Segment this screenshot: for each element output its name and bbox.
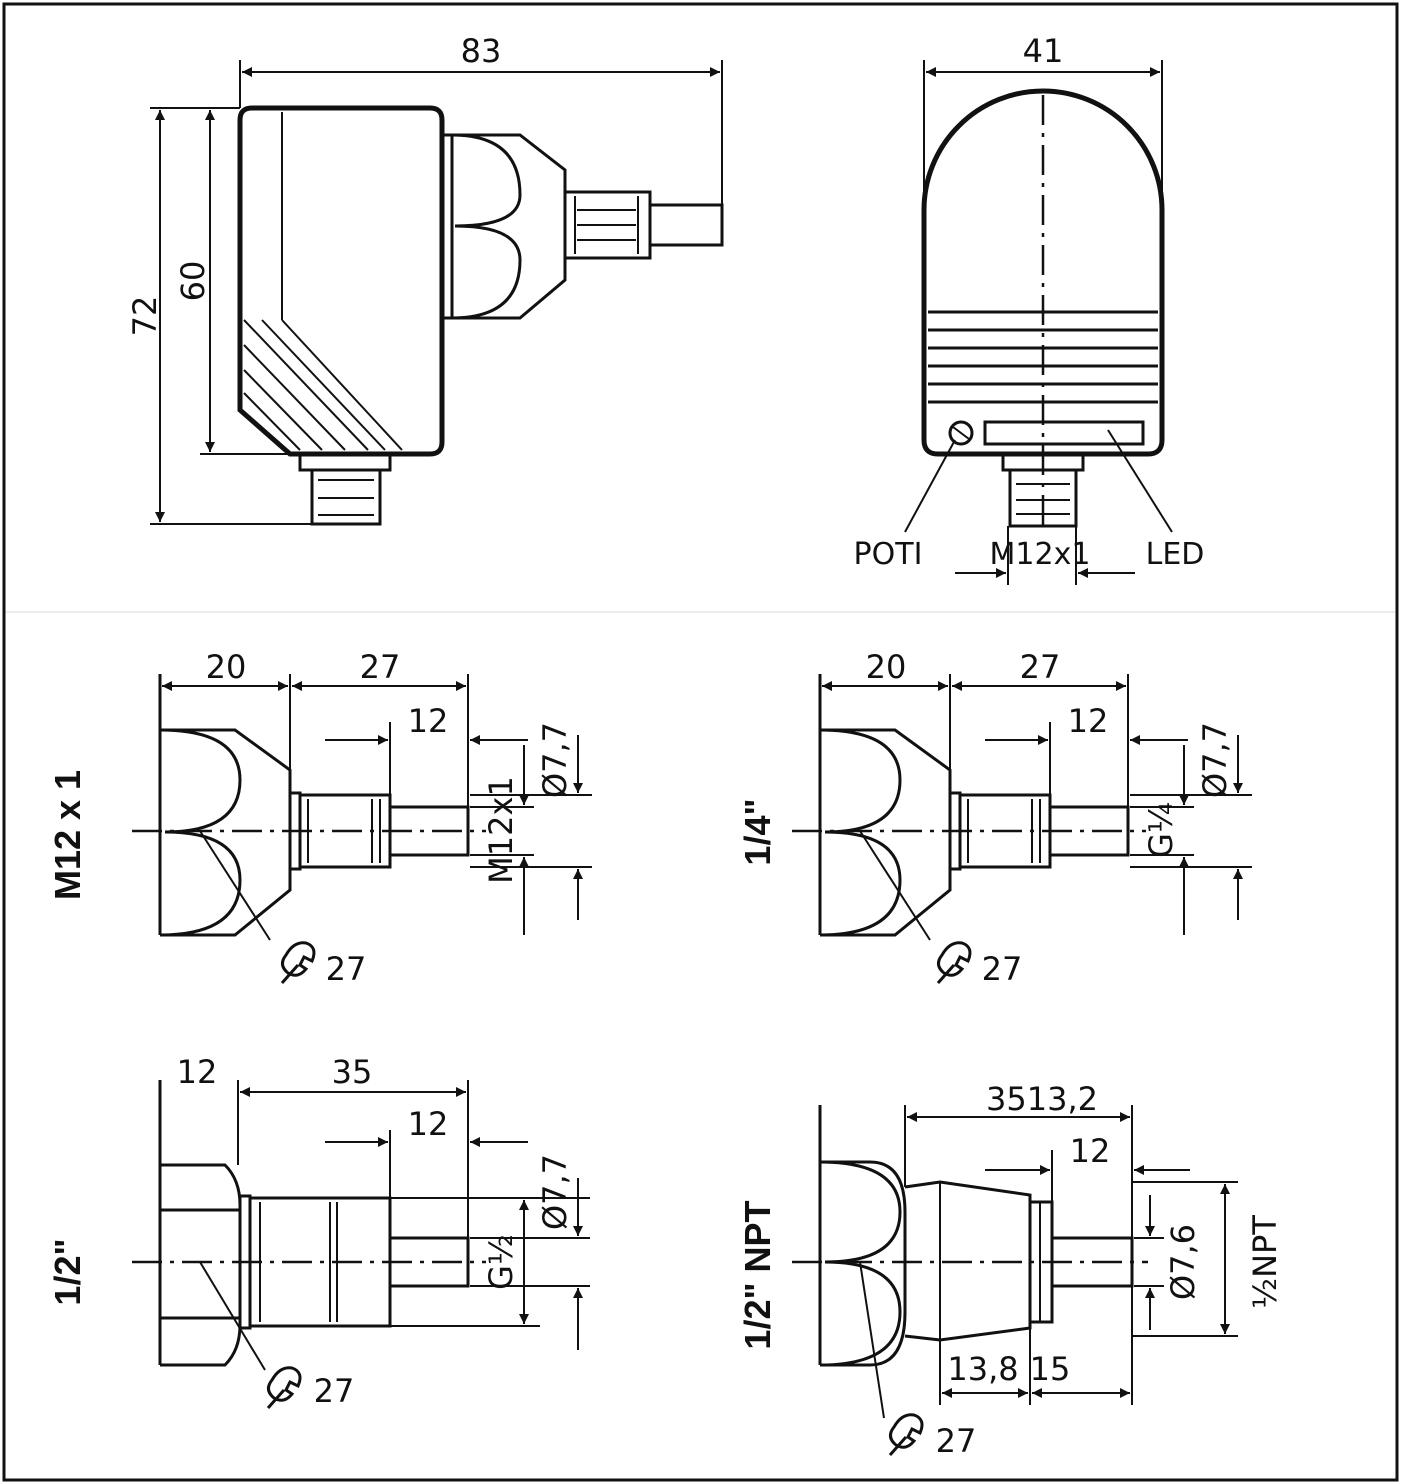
thread-quarter: G¼ — [1142, 802, 1180, 858]
variant-npt-drawing — [792, 1105, 1238, 1419]
variant-quarter-drawing — [792, 674, 1252, 941]
section-label-half: 1/2" — [47, 1238, 88, 1305]
wrench-icon — [936, 941, 972, 984]
dim-m12-a: 20 — [206, 648, 247, 686]
led-label: LED — [1146, 537, 1205, 572]
dim-npt-c: 12 — [1070, 1132, 1111, 1170]
dim-npt-diameter: Ø7,6 — [1164, 1224, 1202, 1300]
dim-width-83: 83 — [461, 32, 502, 70]
dim-quarter-diameter: Ø7,7 — [1196, 722, 1234, 798]
variant-m12-drawing — [132, 674, 592, 941]
dim-half-c: 12 — [408, 1105, 449, 1143]
wrench-size-m12: 27 — [326, 950, 367, 988]
variant-half-drawing — [132, 1080, 590, 1371]
thread-label: M12x1 — [990, 537, 1091, 572]
dim-npt-a: 3513,2 — [986, 1080, 1098, 1118]
dim-height-60: 60 — [174, 261, 212, 302]
thread-half: G½ — [482, 1234, 520, 1290]
side-view — [150, 60, 724, 526]
dim-m12-diameter: Ø7,7 — [536, 722, 574, 798]
dim-npt-d: 13,8 — [947, 1350, 1018, 1388]
dim-m12-b: 27 — [360, 648, 401, 686]
poti-label: POTI — [854, 537, 923, 572]
dim-half-b: 35 — [332, 1053, 373, 1091]
thread-m12: M12x1 — [482, 776, 520, 884]
thread-npt: ½NPT — [1246, 1215, 1284, 1309]
section-label-quarter: 1/4" — [737, 798, 778, 865]
wrench-size-quarter: 27 — [982, 950, 1023, 988]
wrench-icon — [888, 1413, 924, 1456]
dim-half-a: 12 — [177, 1053, 218, 1091]
dim-quarter-b: 27 — [1020, 648, 1061, 686]
dim-m12-c: 12 — [408, 702, 449, 740]
wrench-icon — [280, 941, 316, 984]
section-label-npt: 1/2" NPT — [737, 1200, 778, 1349]
dim-half-diameter: Ø7,7 — [536, 1154, 574, 1230]
wrench-icon — [266, 1366, 302, 1409]
wrench-size-npt: 27 — [936, 1422, 977, 1460]
dim-quarter-a: 20 — [866, 648, 907, 686]
section-label-m12: M12 x 1 — [47, 770, 88, 900]
dim-height-72: 72 — [126, 296, 164, 337]
front-view — [904, 60, 1173, 585]
wrench-size-half: 27 — [314, 1372, 355, 1410]
dim-quarter-c: 12 — [1068, 702, 1109, 740]
dim-width-41: 41 — [1023, 32, 1064, 70]
dim-npt-e: 15 — [1030, 1350, 1071, 1388]
